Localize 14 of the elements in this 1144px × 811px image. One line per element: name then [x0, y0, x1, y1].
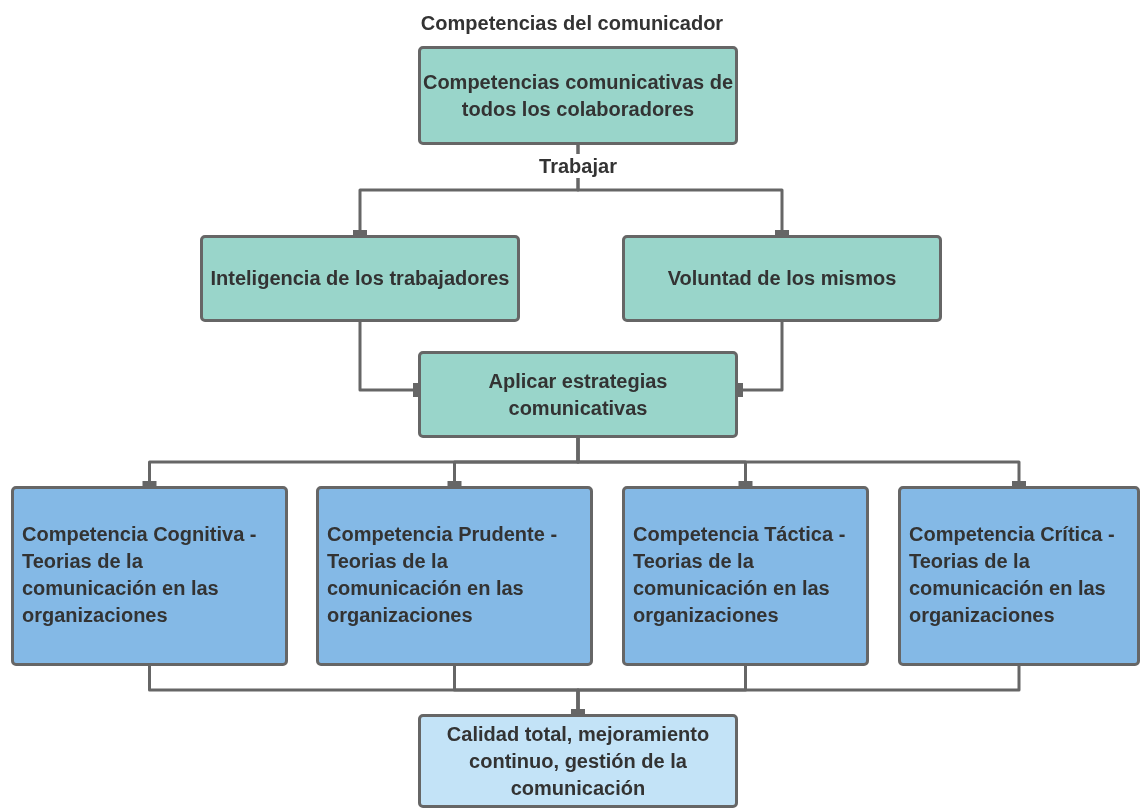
diagram-title: Competencias del comunicador — [419, 11, 725, 36]
process-box: Aplicar estrategias comunicativas — [418, 351, 738, 438]
connector — [358, 322, 418, 397]
connector — [738, 322, 784, 397]
connector — [576, 438, 1026, 486]
process-box: Competencia Táctica - Teorias de la comunicación en las organizaciones — [622, 486, 869, 666]
process-box: Voluntad de los mismos — [622, 235, 942, 322]
connector — [576, 145, 789, 235]
process-box: Competencia Cognitiva - Teorias de la comunicación en las organizaciones — [11, 486, 288, 666]
process-box: Calidad total, mejoramiento continuo, gestión de la comunicación — [418, 714, 738, 808]
process-box: Competencia Prudente - Teorias de la comunicación en las organizaciones — [316, 486, 593, 666]
process-box: Competencias comunicativas de todos los colaboradores — [418, 46, 738, 145]
process-box: Competencia Crítica - Teorias de la comunicación en las organizaciones — [898, 486, 1140, 666]
process-box: Inteligencia de los trabajadores — [200, 235, 520, 322]
